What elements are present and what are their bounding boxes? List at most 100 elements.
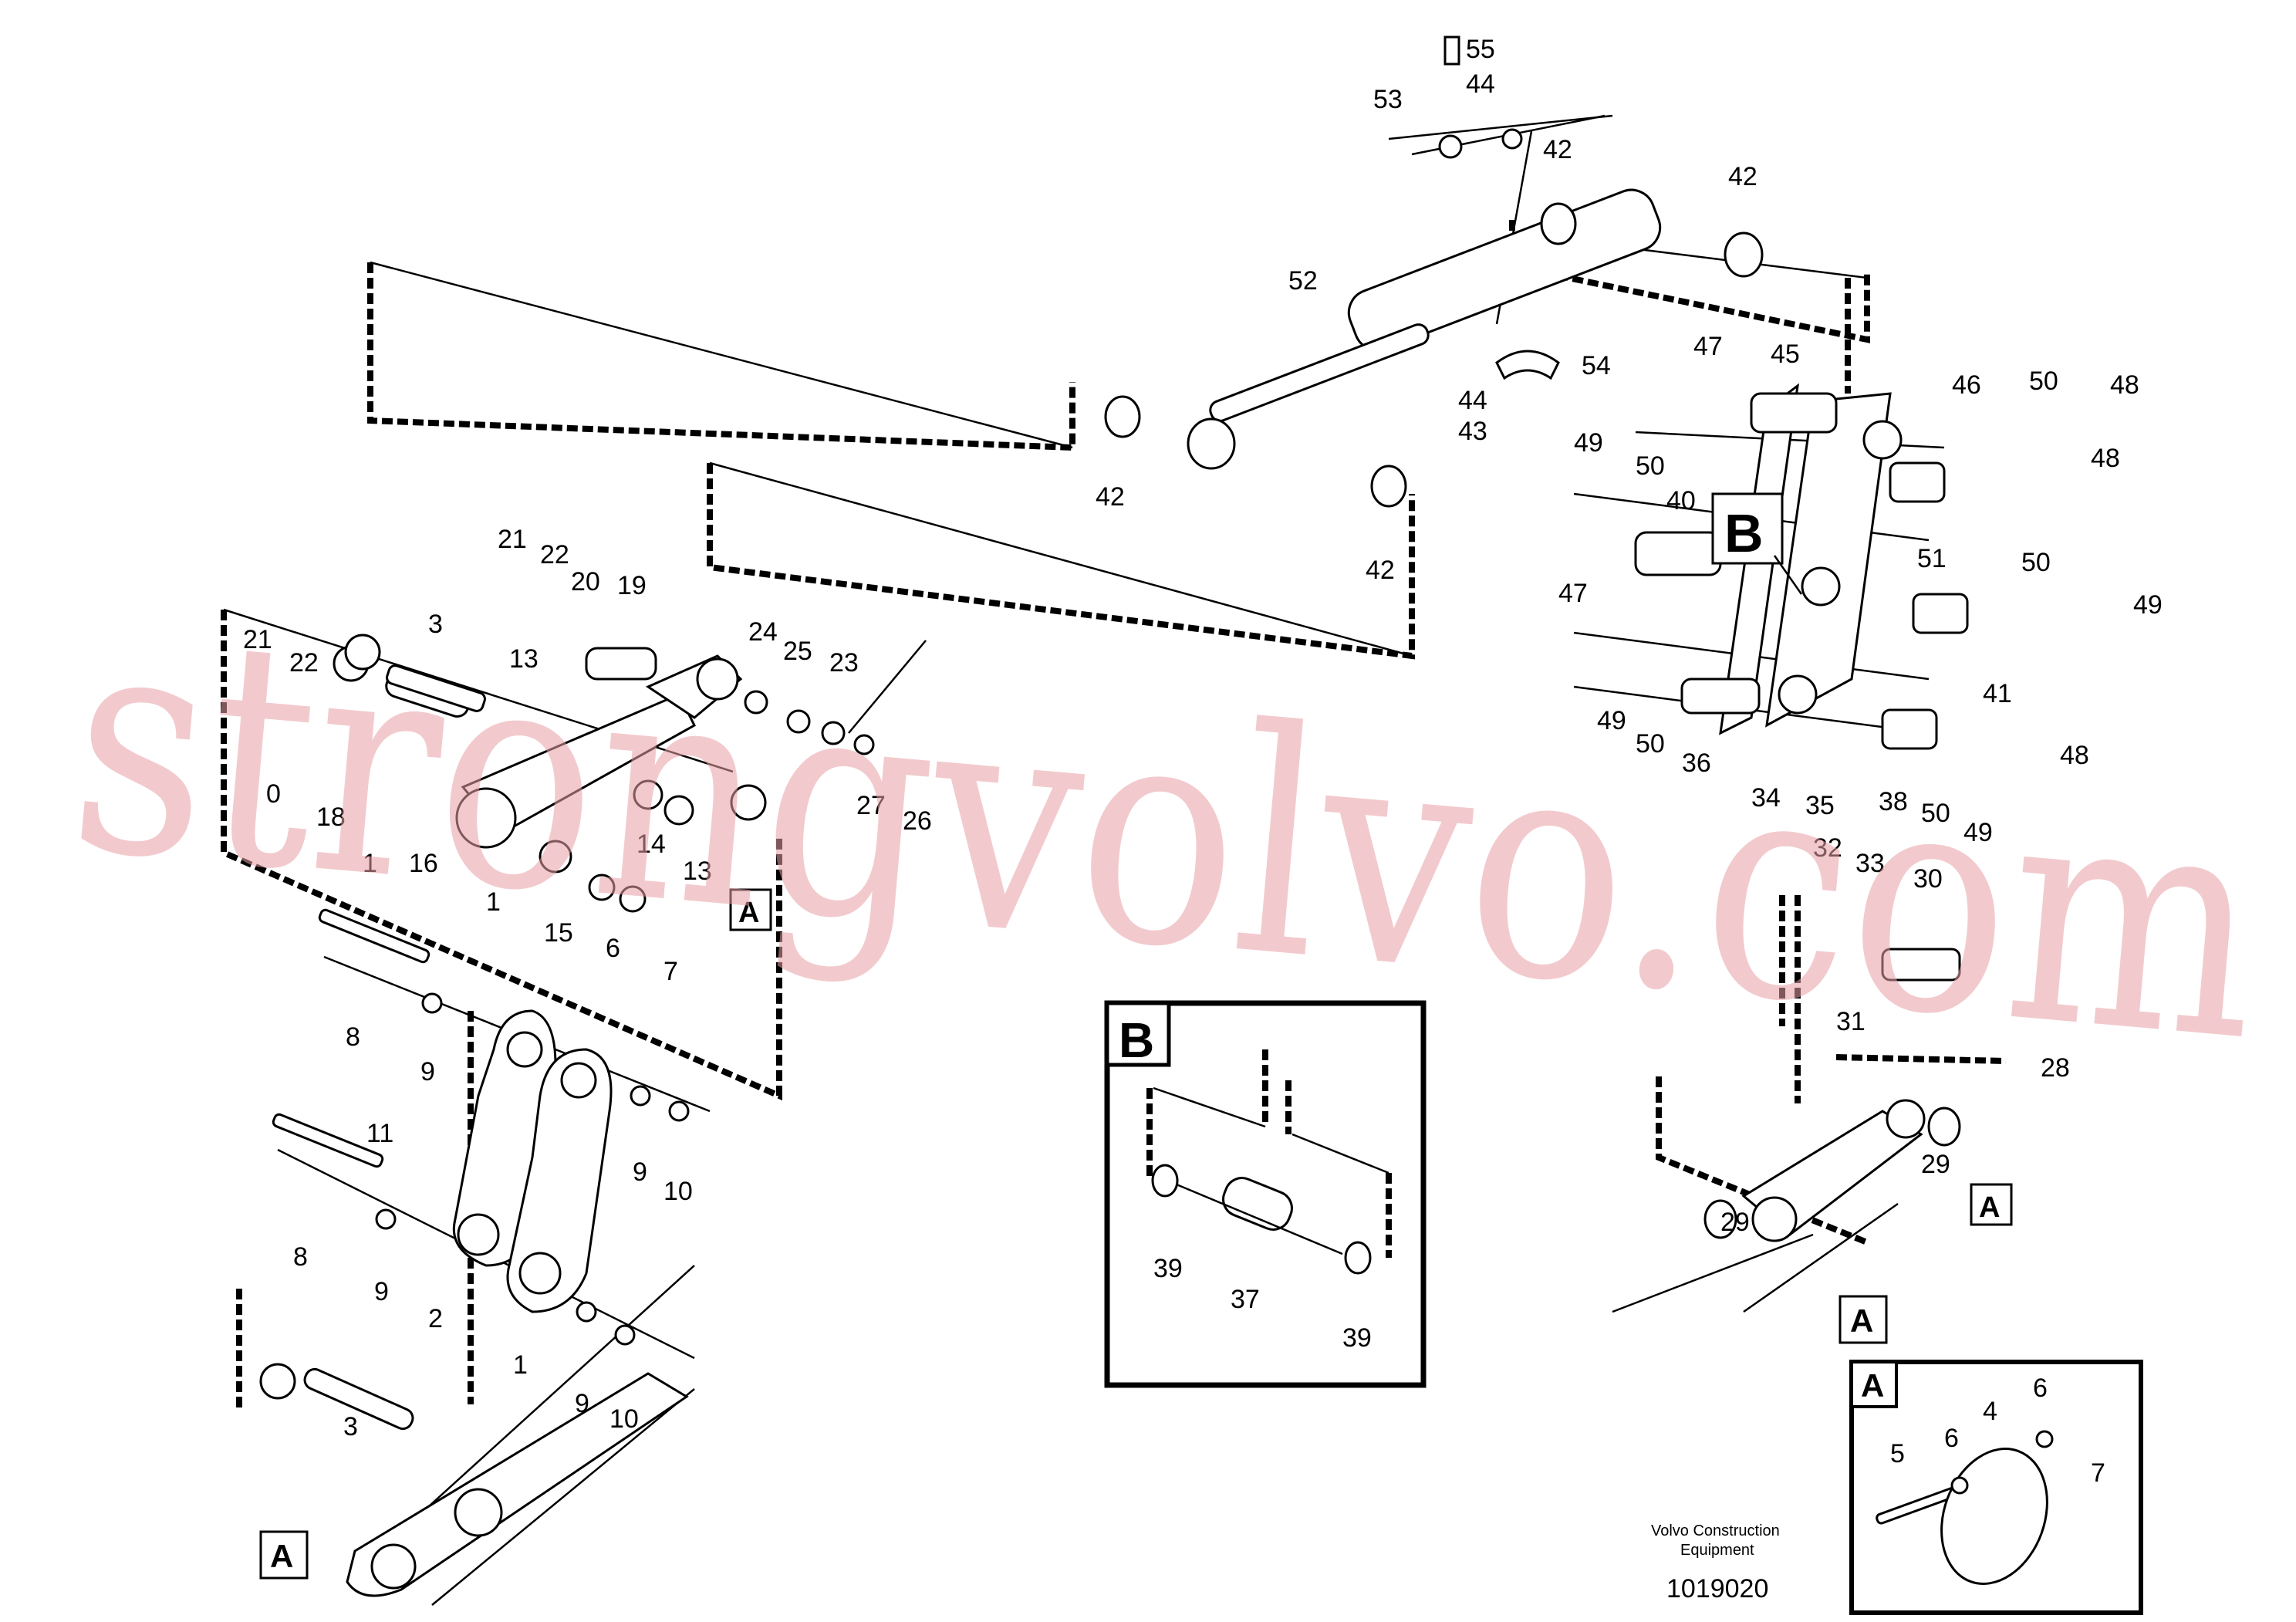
callout-29: 29	[1921, 1150, 1950, 1179]
callout-41: 41	[1983, 679, 2012, 708]
marker-a-right: A	[1979, 1191, 2000, 1224]
inset-a-label-6: 6	[1944, 1424, 1959, 1453]
callout-10: 10	[609, 1404, 639, 1434]
callout-46: 46	[1952, 370, 1981, 400]
callout-18: 18	[316, 803, 346, 832]
callout-42: 42	[1543, 135, 1572, 164]
callout-55: 55	[1466, 35, 1495, 64]
callout-1: 1	[486, 887, 501, 917]
marker-a-lower-right: A	[1850, 1303, 1873, 1339]
bottom-left-arm	[259, 1363, 689, 1597]
callout-51: 51	[1917, 544, 1947, 573]
callout-53: 53	[1373, 85, 1403, 114]
inset-a-title: A	[1861, 1367, 1884, 1404]
callout-49: 49	[1963, 818, 1993, 847]
callout-49: 49	[1597, 706, 1626, 735]
callout-30: 30	[1913, 864, 1943, 894]
callout-14: 14	[636, 830, 666, 859]
callout-1: 1	[363, 849, 377, 878]
callout-50: 50	[1636, 729, 1665, 759]
callout-42: 42	[1366, 556, 1395, 585]
callout-23: 23	[829, 648, 859, 678]
callout-28: 28	[2041, 1053, 2070, 1083]
callout-52: 52	[1288, 266, 1318, 296]
callout-50: 50	[1921, 799, 1950, 828]
callout-40: 40	[1666, 486, 1696, 515]
callout-19: 19	[617, 571, 647, 600]
callout-26: 26	[903, 806, 932, 836]
company-line-1: Volvo Construction	[1651, 1522, 1780, 1539]
callout-49: 49	[2133, 590, 2163, 620]
callout-36: 36	[1682, 748, 1711, 778]
lower-right-link	[1703, 1099, 1961, 1242]
inset-b-title: B	[1119, 1012, 1154, 1068]
callout-labels: 55 44 53 42 42 52 54 44 43 47 45 46 50 4…	[243, 35, 2163, 1441]
company-line-2: Equipment	[1680, 1542, 1754, 1559]
callout-7: 7	[663, 957, 678, 986]
callout-15: 15	[544, 918, 573, 948]
callout-21: 21	[243, 625, 272, 654]
callout-44: 44	[1466, 69, 1495, 99]
callout-48: 48	[2091, 444, 2120, 473]
callout-34: 34	[1751, 783, 1781, 813]
inset-b-label-39-left: 39	[1153, 1254, 1183, 1283]
callout-13: 13	[683, 857, 712, 886]
callout-8: 8	[293, 1242, 308, 1272]
callout-54: 54	[1582, 351, 1611, 380]
callout-8: 8	[346, 1022, 360, 1052]
fasteners	[272, 634, 875, 1346]
callout-3: 3	[428, 610, 443, 639]
callout-29: 29	[1720, 1208, 1750, 1237]
inset-a-label-6-right: 6	[2033, 1374, 2048, 1403]
callout-16: 16	[409, 849, 438, 878]
callout-25: 25	[783, 637, 812, 666]
callout-10: 10	[663, 1177, 693, 1206]
hydraulic-cylinder	[1104, 188, 1764, 508]
rod-support-bracket	[1411, 35, 1606, 380]
callout-27: 27	[856, 791, 886, 820]
callout-50: 50	[2029, 367, 2058, 396]
callout-48: 48	[2110, 370, 2139, 400]
dashed-group-outlines	[221, 220, 2007, 1412]
callout-49: 49	[1574, 428, 1603, 458]
callout-22: 22	[289, 648, 319, 678]
callout-9: 9	[633, 1157, 647, 1187]
callout-33: 33	[1855, 849, 1885, 878]
callout-35: 35	[1805, 791, 1835, 820]
callout-42: 42	[1728, 162, 1757, 191]
marker-b: B	[1724, 503, 1764, 563]
callout-24: 24	[748, 617, 778, 647]
callout-1: 1	[513, 1350, 528, 1380]
inset-a-label-7: 7	[2091, 1458, 2105, 1488]
callout-21: 21	[498, 525, 527, 554]
callout-9: 9	[575, 1389, 589, 1418]
callout-0: 0	[266, 779, 281, 809]
callout-20: 20	[571, 567, 600, 596]
callout-50: 50	[1636, 451, 1665, 481]
drawing-number: 1019020	[1666, 1574, 1768, 1603]
callout-3: 3	[343, 1412, 358, 1441]
footer-caption: Volvo Construction Equipment 1019020	[1651, 1522, 1780, 1603]
callout-47: 47	[1558, 579, 1588, 608]
callout-47: 47	[1693, 332, 1723, 361]
inset-b: B 39 37 39	[1104, 1000, 1427, 1388]
marker-a-upper: A	[738, 897, 759, 929]
right-pins-and-brackets	[1634, 392, 1969, 982]
inset-b-label-37: 37	[1231, 1285, 1260, 1314]
reference-markers: A B A A A	[259, 492, 2013, 1580]
callout-22: 22	[540, 540, 569, 569]
callout-13: 13	[509, 644, 539, 674]
callout-31: 31	[1836, 1007, 1866, 1036]
inset-a: A 5 6 4 6 7	[1849, 1360, 2143, 1615]
callout-44: 44	[1458, 386, 1487, 415]
callout-43: 43	[1458, 417, 1487, 446]
callout-9: 9	[374, 1277, 389, 1306]
callout-48: 48	[2060, 741, 2089, 770]
inset-b-label-39-right: 39	[1342, 1323, 1372, 1353]
callout-9: 9	[420, 1057, 435, 1086]
callout-50: 50	[2021, 548, 2051, 577]
marker-a-bottom-left: A	[270, 1538, 293, 1574]
inset-a-label-4: 4	[1983, 1397, 1997, 1426]
callout-42: 42	[1096, 482, 1125, 512]
